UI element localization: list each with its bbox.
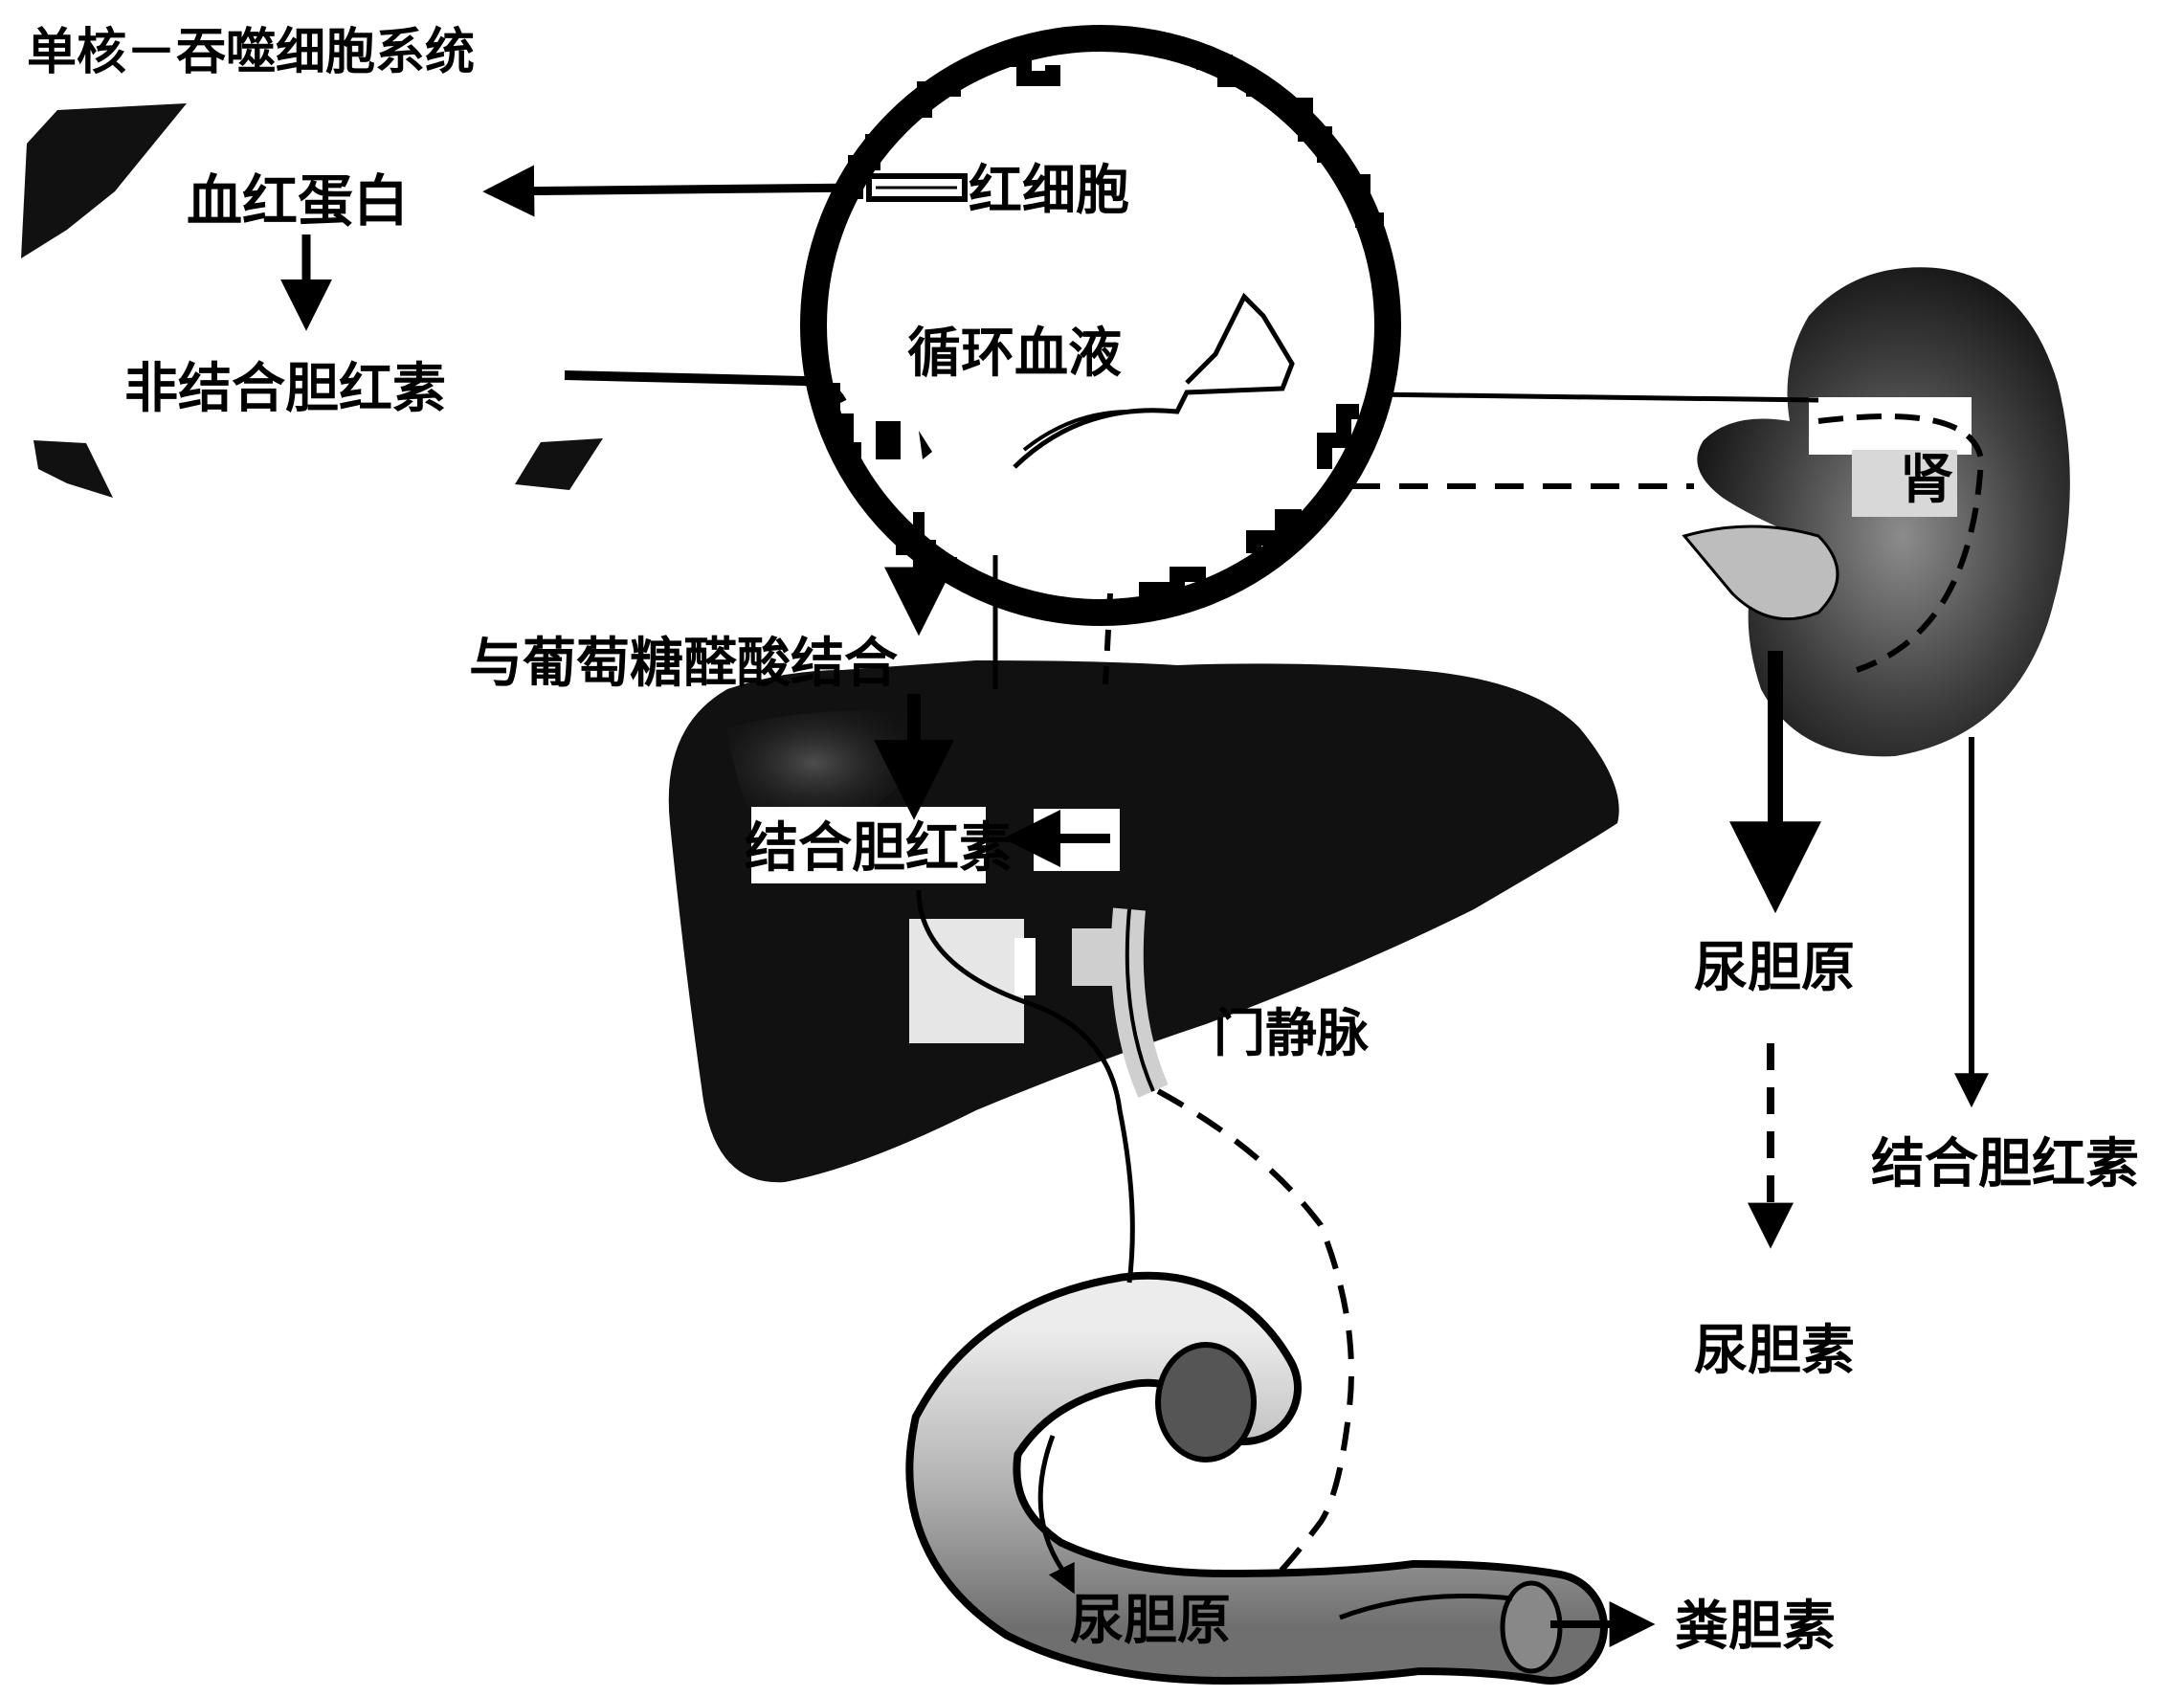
- urobilinogen-urine-label: 尿胆原: [1694, 936, 1855, 999]
- page-title: 单核－吞噬细胞系统: [27, 23, 475, 81]
- stercobilin-label: 粪胆素: [1675, 1595, 1836, 1658]
- conjugated-bilirubin-liver-label: 结合胆红素: [745, 816, 1013, 880]
- hemoglobin-label: 血红蛋白: [187, 168, 409, 234]
- unconjugated-bilirubin-label: 非结合胆红素: [124, 357, 446, 420]
- urobilin-label: 尿胆素: [1694, 1319, 1855, 1382]
- intestine-opening: [1158, 1345, 1254, 1460]
- panel-corner-top-left: [21, 103, 187, 258]
- kidney: 肾: [1684, 267, 2070, 756]
- panel-corner-bottom-left: [33, 440, 113, 498]
- arrow-rbc-to-hemoglobin: [493, 188, 861, 191]
- urobilinogen-intestine-label: 尿胆原: [1070, 1589, 1231, 1652]
- rbc-label: 红细胞: [969, 159, 1129, 222]
- circulation-label: 循环血液: [907, 322, 1122, 385]
- kidney-label: 肾: [1900, 448, 1953, 511]
- conjugation-label: 与葡萄糖醛酸结合: [469, 632, 898, 695]
- line-unconjugated-to-circulation: [565, 375, 842, 402]
- portal-vein-label: 门静脉: [1214, 1002, 1370, 1063]
- liver: 结合胆红素: [669, 660, 1619, 1182]
- circulation-circle: 红细胞 循环血液: [813, 38, 1388, 613]
- panel-corner-bottom-right: [515, 438, 603, 490]
- phagocyte-system-panel: 单核－吞噬细胞系统 血红蛋白 非结合胆红素: [21, 23, 603, 498]
- intestine: 尿胆原: [963, 1329, 1560, 1671]
- conjugated-bilirubin-out-label: 结合胆红素: [1871, 1132, 2139, 1195]
- line-circulation-to-kidney: [1371, 394, 1818, 400]
